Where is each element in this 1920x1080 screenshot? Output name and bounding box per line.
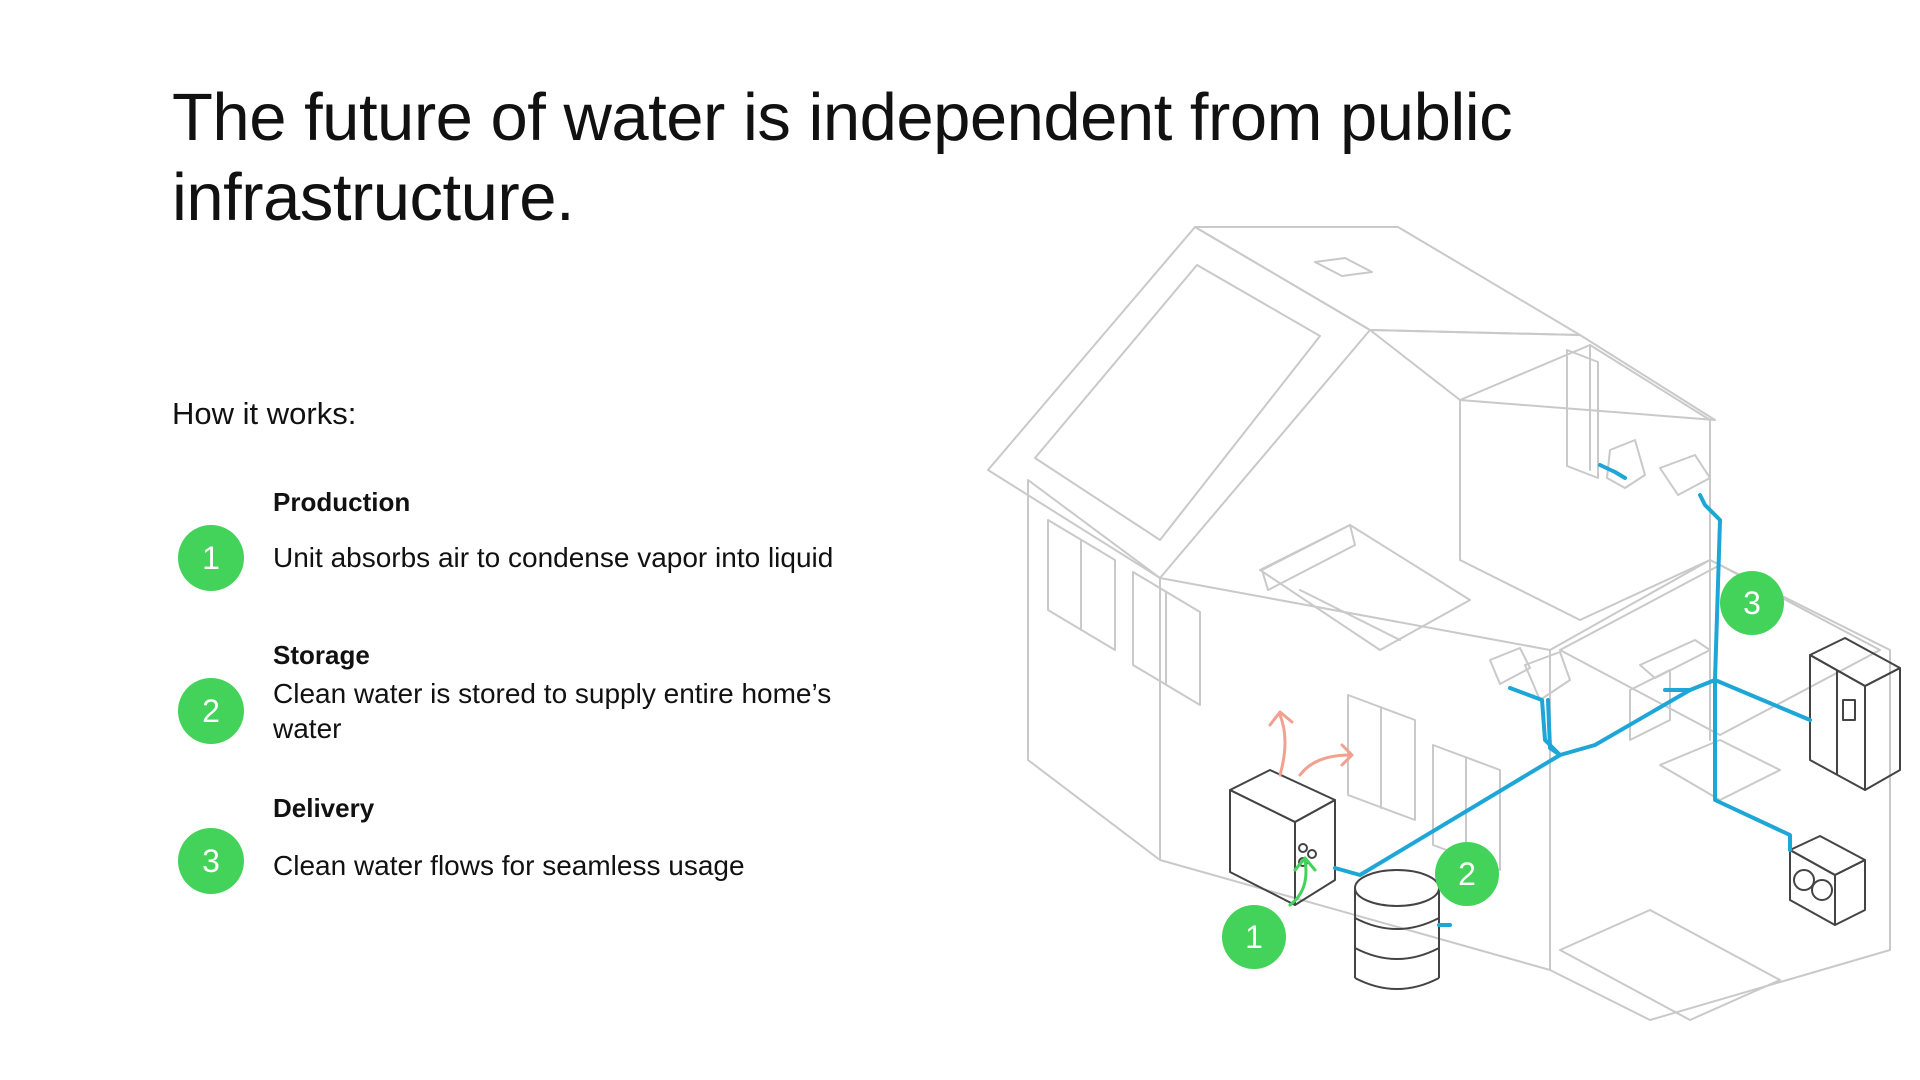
toilet-lower	[1489, 647, 1531, 685]
sink-lower	[1524, 651, 1571, 701]
bed	[1259, 524, 1471, 651]
how-it-works-label: How it works:	[172, 396, 357, 431]
upper-room	[1459, 344, 1711, 621]
step-number-badge: 1	[178, 525, 244, 591]
shower-door	[1566, 349, 1599, 479]
diagram-marker-production: 1	[1222, 905, 1286, 969]
storage-tank	[1354, 869, 1440, 990]
air-intake-arrow	[1288, 856, 1317, 907]
floor	[1559, 564, 1881, 736]
slide-title: The future of water is independent from …	[172, 80, 1513, 235]
house-outline	[987, 226, 1891, 1021]
step-number-badge: 3	[178, 828, 244, 894]
water-production-unit	[1229, 769, 1336, 906]
step-description: Unit absorbs air to condense vapor into …	[273, 542, 834, 573]
window	[1347, 694, 1416, 821]
roof-panel	[987, 226, 1371, 579]
window	[1132, 571, 1201, 706]
step-description: Clean water is stored to supply entire h…	[273, 678, 832, 744]
diagram-marker-delivery: 3	[1720, 571, 1784, 635]
solar-panel	[1034, 264, 1321, 541]
step-heading: Delivery	[273, 793, 375, 823]
diagram-marker-storage: 2	[1435, 842, 1499, 906]
bed-headboard	[1261, 524, 1356, 591]
table	[1659, 739, 1781, 801]
water-pipes	[1333, 463, 1812, 927]
window	[1047, 519, 1116, 651]
window	[1432, 744, 1501, 871]
air-arrows	[1268, 710, 1354, 777]
kitchen-sink	[1639, 639, 1711, 679]
fridge	[1809, 637, 1901, 791]
step-description: Clean water flows for seamless usage	[273, 850, 745, 881]
roof-ridge	[1194, 226, 1581, 336]
sink-upper	[1659, 454, 1711, 496]
step-heading: Storage	[273, 640, 370, 670]
step-heading: Production	[273, 487, 411, 517]
washer-dryer	[1789, 835, 1866, 926]
step-number-badge: 2	[178, 678, 244, 744]
roof-back	[1369, 329, 1716, 421]
toilet-upper	[1606, 439, 1646, 489]
floor-rug	[1559, 909, 1781, 1021]
skylight	[1314, 257, 1373, 277]
